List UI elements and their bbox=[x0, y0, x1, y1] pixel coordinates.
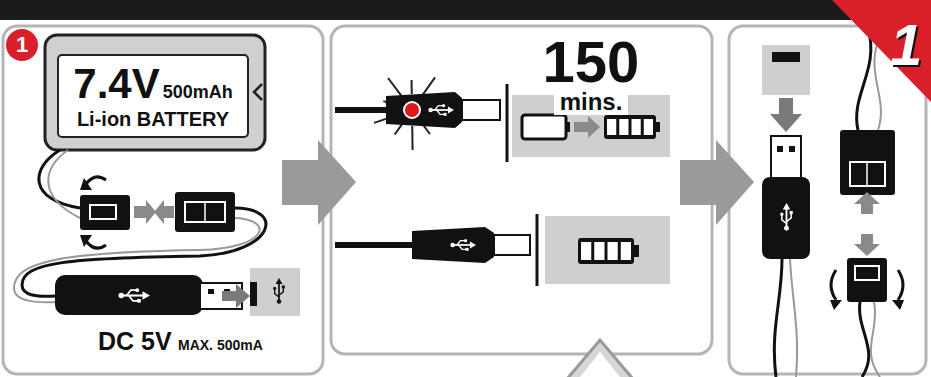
usb-plug-head bbox=[462, 100, 500, 120]
usb-symbol bbox=[428, 104, 454, 116]
charge-arrow bbox=[574, 116, 600, 138]
divider bbox=[536, 214, 539, 286]
step-number: 1 bbox=[890, 16, 922, 74]
male-connector bbox=[855, 266, 879, 280]
text-row: 7.4V500mAh bbox=[73, 63, 232, 105]
battery-bar bbox=[644, 119, 653, 135]
usb-port bbox=[772, 52, 800, 62]
female-connector bbox=[840, 130, 895, 195]
latch-arrow bbox=[898, 270, 903, 300]
battery-full bbox=[604, 115, 656, 139]
battery-notch bbox=[254, 84, 262, 100]
capacity: 500mAh bbox=[163, 83, 233, 101]
divider bbox=[506, 84, 509, 162]
separate-arrow bbox=[854, 234, 880, 256]
panel bbox=[729, 26, 926, 374]
remove-arrow bbox=[770, 98, 802, 132]
charge-time: 150mins. bbox=[512, 36, 670, 108]
wire bbox=[857, 28, 871, 130]
female-connector bbox=[185, 202, 225, 222]
flow-arrow bbox=[282, 140, 356, 225]
insert-arrow bbox=[222, 284, 250, 308]
male-connector bbox=[90, 205, 116, 219]
usb-port bbox=[762, 45, 810, 95]
battery-empty bbox=[522, 115, 566, 139]
callout-number: 1 bbox=[8, 34, 36, 56]
warning-triangle bbox=[556, 340, 644, 377]
usb-plug-head bbox=[771, 136, 801, 178]
usb-plug bbox=[55, 275, 203, 315]
warning-triangle bbox=[568, 352, 632, 377]
male-connector bbox=[80, 195, 130, 230]
wire bbox=[790, 259, 797, 377]
corner-flag bbox=[832, 0, 931, 102]
battery-body bbox=[45, 35, 265, 150]
charge-time-unit: mins. bbox=[554, 89, 629, 115]
latch-arrow bbox=[80, 178, 92, 190]
panel bbox=[331, 26, 712, 354]
led-ray bbox=[388, 78, 402, 97]
latch-arrow bbox=[86, 241, 106, 248]
status-box bbox=[545, 216, 670, 284]
usb-plug bbox=[762, 177, 810, 259]
led-ray bbox=[411, 126, 413, 150]
battery-label: 7.4V500mAhLi-ion BATTERY bbox=[60, 57, 246, 135]
battery-bar bbox=[594, 242, 604, 260]
flow-arrow bbox=[680, 140, 754, 225]
charger-plug bbox=[386, 92, 462, 128]
usb-port bbox=[250, 282, 257, 306]
join-arrow bbox=[134, 200, 156, 224]
battery-bar bbox=[619, 119, 628, 135]
battery-bar bbox=[621, 242, 631, 260]
battery-bars bbox=[581, 242, 631, 260]
led bbox=[404, 102, 420, 118]
wire bbox=[860, 302, 869, 377]
join-arrow bbox=[154, 200, 174, 224]
charger-plug bbox=[412, 227, 494, 263]
max-current: MAX. 500mA bbox=[178, 338, 263, 352]
cable bbox=[335, 242, 415, 248]
usb-symbol bbox=[273, 278, 285, 304]
usb-symbol bbox=[780, 203, 793, 231]
battery-bars bbox=[607, 119, 653, 135]
latch-arrow bbox=[831, 270, 836, 300]
battery-bar bbox=[581, 242, 591, 260]
input-voltage: DC 5V bbox=[98, 329, 172, 354]
wire bbox=[39, 150, 80, 208]
voltage: 7.4V bbox=[73, 63, 159, 105]
cable bbox=[335, 107, 390, 113]
latch-arrow bbox=[86, 177, 106, 184]
battery-bar bbox=[632, 119, 641, 135]
battery-bar bbox=[608, 242, 618, 260]
battery-bar bbox=[607, 119, 616, 135]
female-connector bbox=[204, 202, 206, 222]
top-bar bbox=[0, 0, 931, 20]
male-connector bbox=[847, 258, 887, 302]
callout-circle bbox=[6, 29, 38, 61]
separate-arrow bbox=[854, 192, 880, 214]
latch-arrow bbox=[80, 235, 92, 247]
female-connector bbox=[175, 192, 235, 232]
usb-symbol bbox=[118, 288, 149, 302]
battery-label bbox=[58, 55, 248, 137]
usb-symbol bbox=[450, 239, 476, 251]
wire bbox=[48, 150, 80, 218]
female-connector bbox=[850, 162, 885, 186]
wire bbox=[871, 302, 880, 377]
usb-port bbox=[250, 268, 300, 316]
wire bbox=[774, 259, 782, 377]
usb-plug-head bbox=[494, 235, 530, 255]
charge-time-value: 150 bbox=[543, 33, 640, 91]
battery-full bbox=[578, 238, 634, 264]
panel bbox=[3, 26, 323, 374]
battery-type: Li-ion BATTERY bbox=[77, 109, 229, 129]
led-ray bbox=[411, 80, 413, 94]
